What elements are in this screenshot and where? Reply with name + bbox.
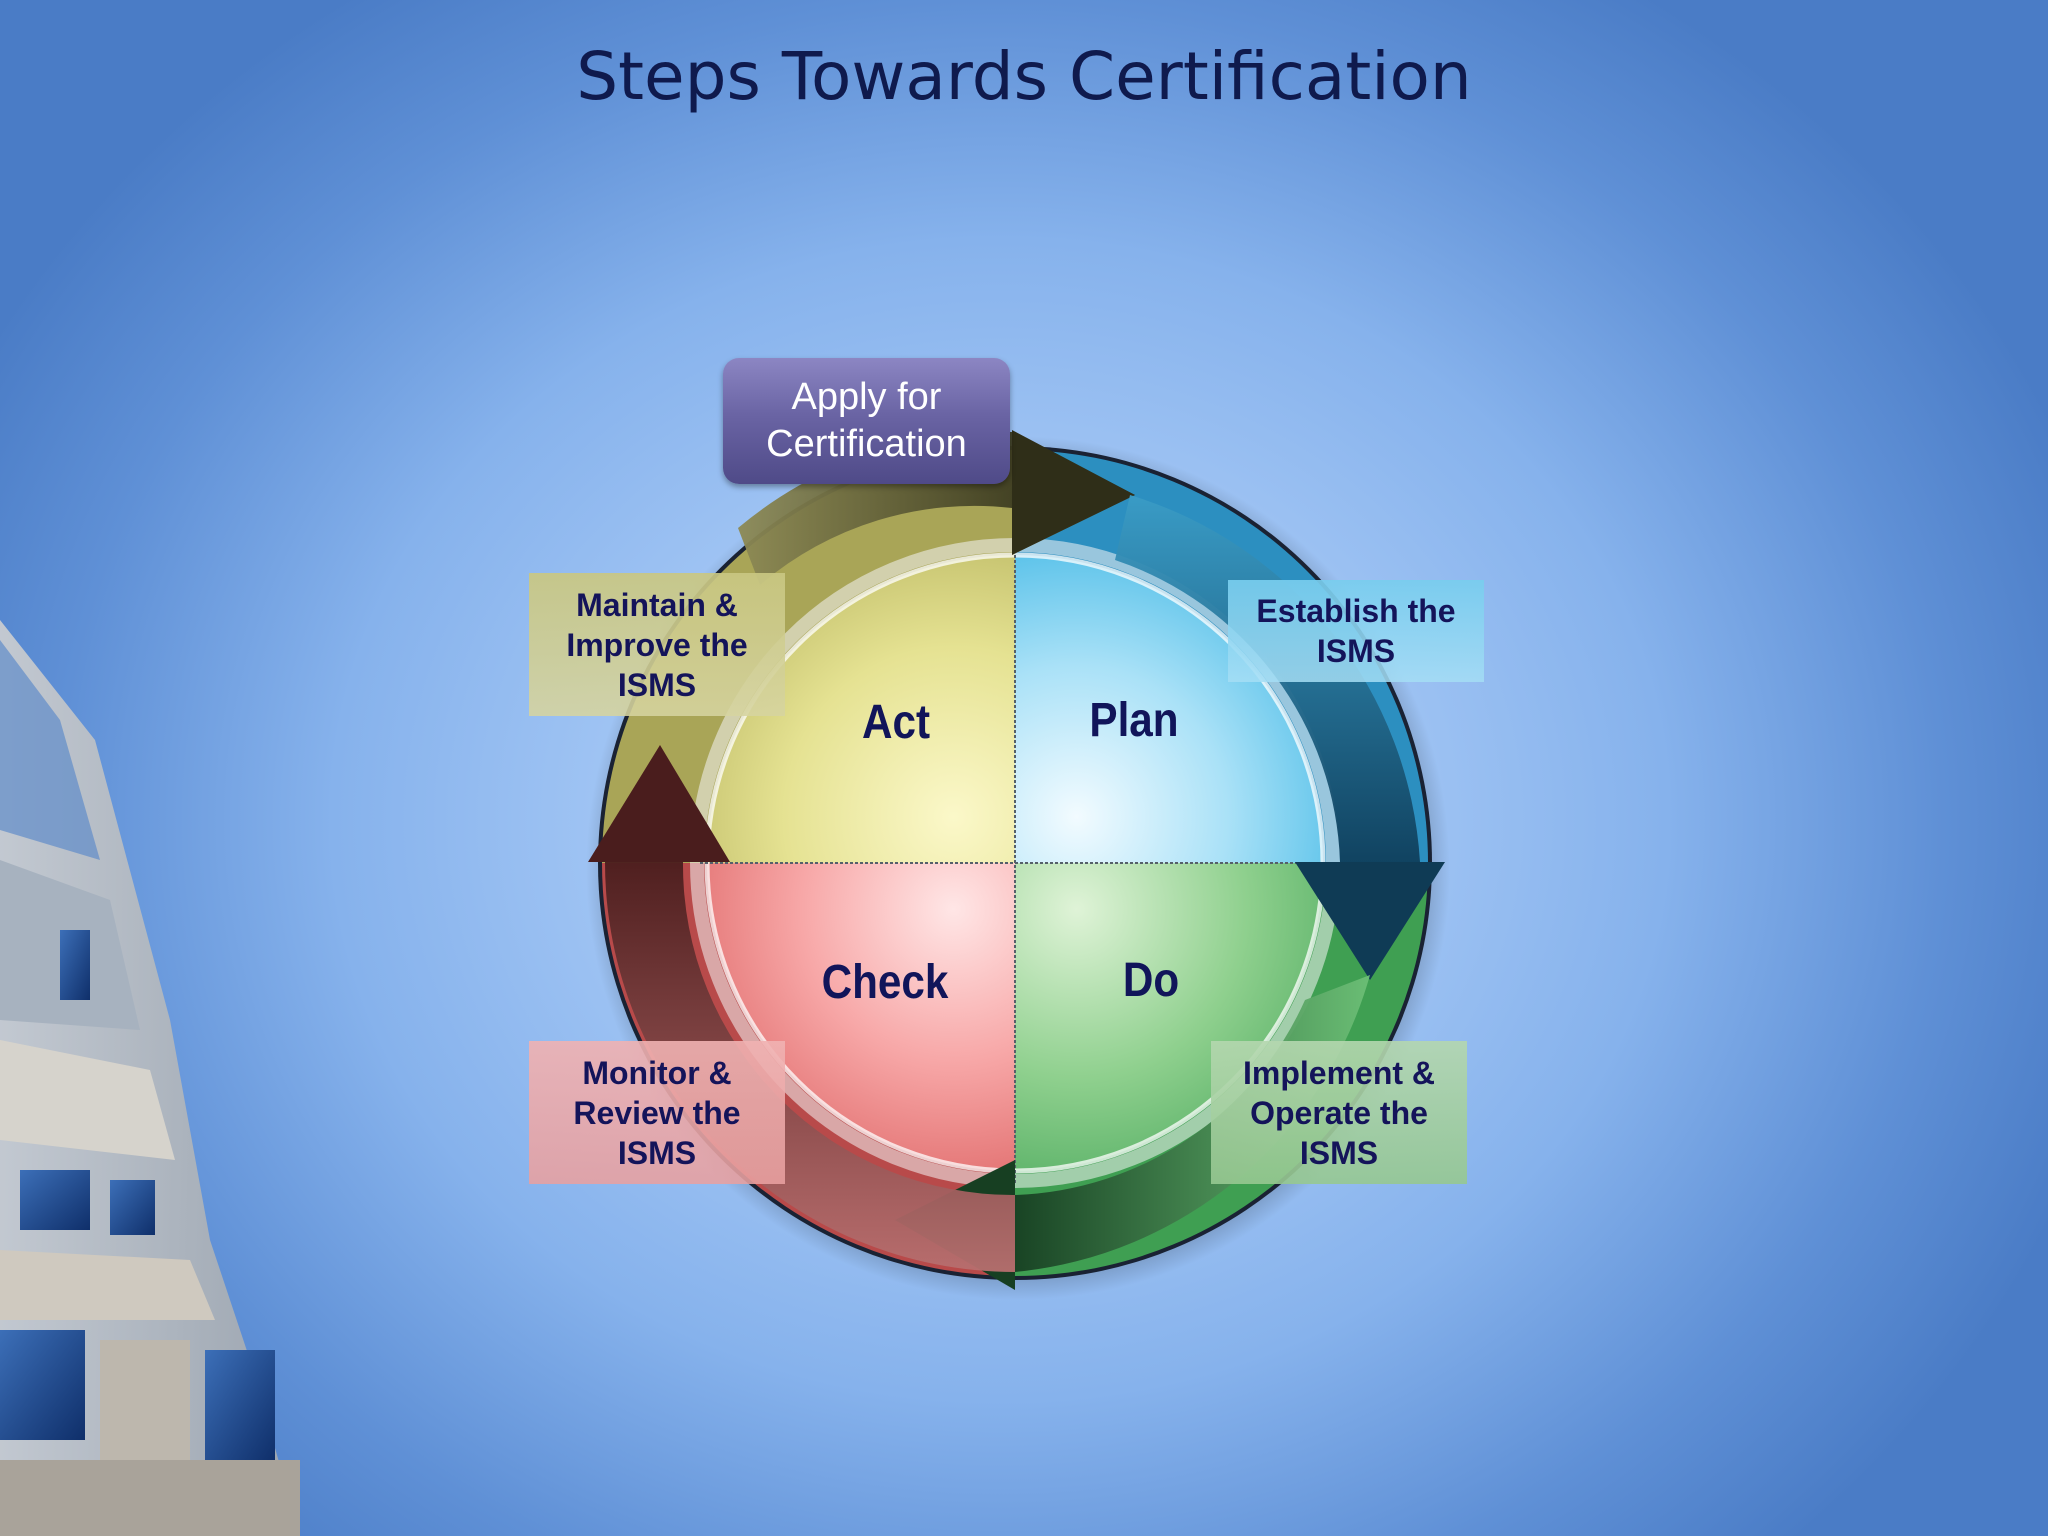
step-box-establish: Establish the ISMS (1228, 580, 1484, 682)
quadrant-label-plan: Plan (1089, 694, 1179, 747)
arrow-right-body (1115, 495, 1420, 862)
quadrant-label-check: Check (821, 956, 949, 1009)
quadrant-do (1015, 863, 1323, 1171)
apply-label: Apply for Certification (766, 376, 967, 465)
quadrant-label-act: Act (861, 696, 931, 749)
arrow-left-head (588, 745, 730, 862)
step-box-monitor: Monitor & Review the ISMS (529, 1041, 785, 1184)
quadrant-act (707, 555, 1015, 863)
quadrant-plan (1015, 555, 1323, 863)
arrow-right-head (1295, 862, 1445, 980)
step-box-implement: Implement & Operate the ISMS (1211, 1041, 1467, 1184)
quadrant-label-do: Do (1122, 954, 1180, 1007)
step-label-maintain: Maintain & Improve the ISMS (566, 586, 748, 703)
quadrant-check (707, 863, 1015, 1171)
step-label-implement: Implement & Operate the ISMS (1242, 1054, 1436, 1171)
apply-for-certification-box: Apply for Certification (723, 358, 1010, 484)
arrow-top-head-fill (1012, 430, 1135, 555)
step-label-establish: Establish the ISMS (1256, 593, 1456, 669)
building-photo (0, 620, 300, 1536)
step-box-maintain: Maintain & Improve the ISMS (529, 573, 785, 716)
step-label-monitor: Monitor & Review the ISMS (573, 1054, 741, 1171)
page-title: Steps Towards Certification (576, 38, 1472, 115)
